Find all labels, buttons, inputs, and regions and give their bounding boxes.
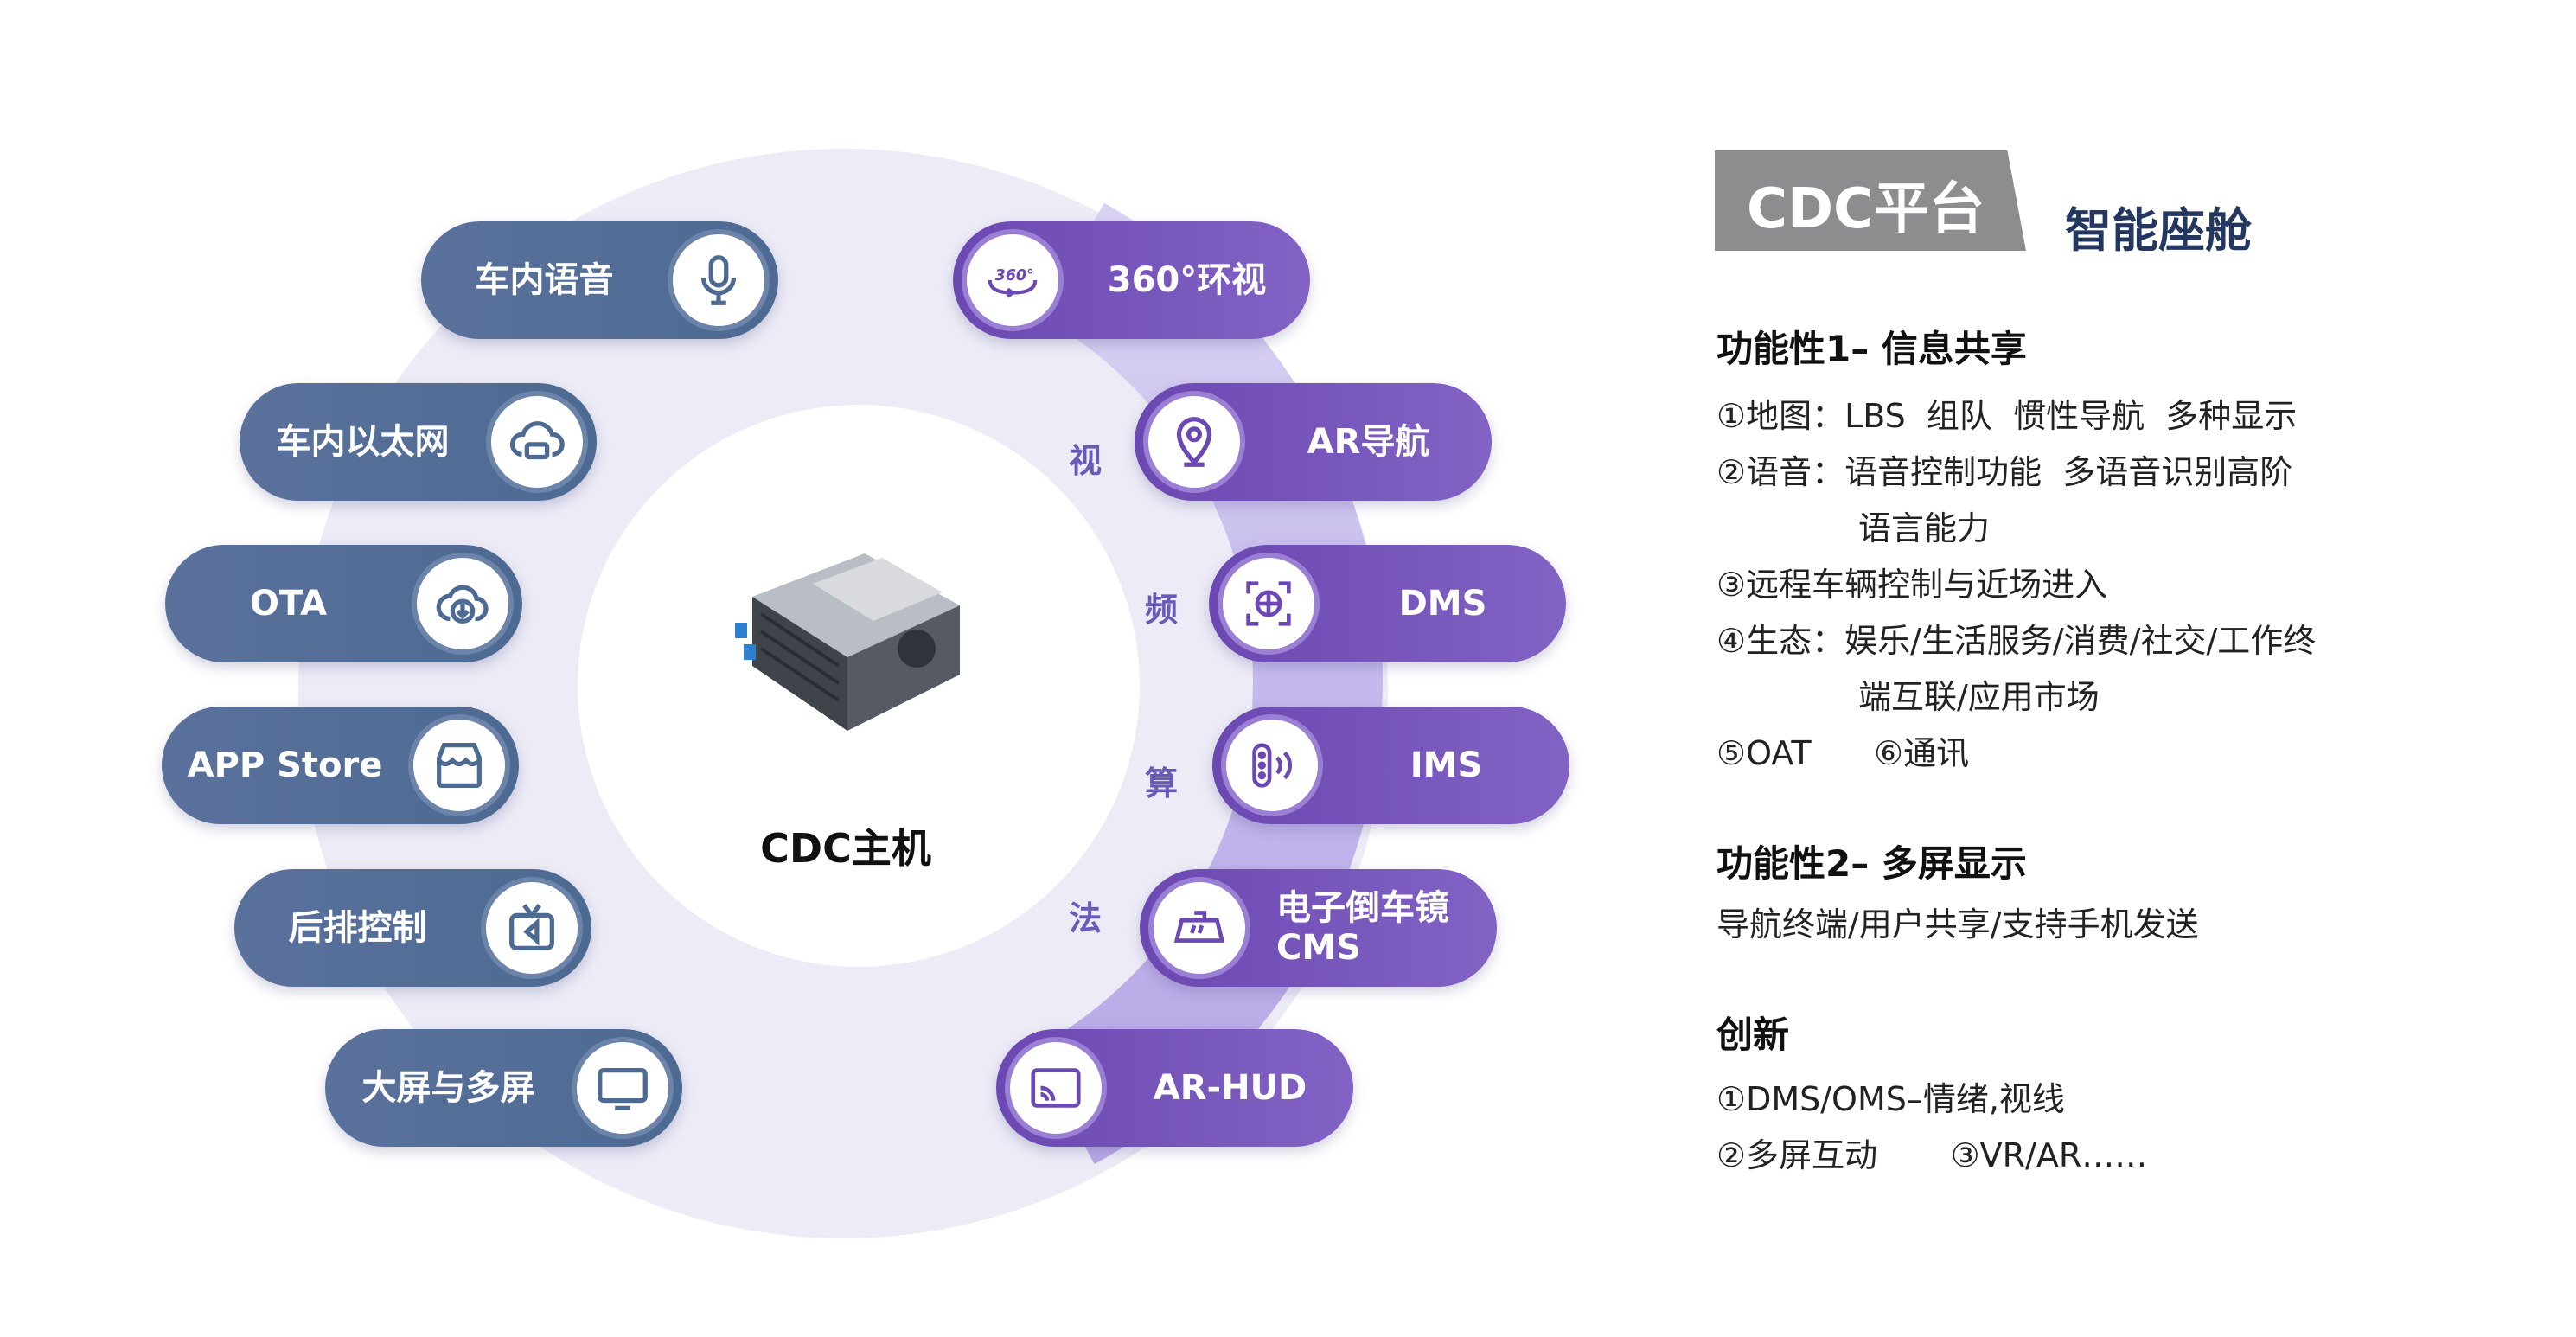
- section-line: 语言能力: [1858, 509, 1991, 547]
- feature-ar-navigation[interactable]: AR导航: [1135, 383, 1492, 501]
- feature-label: 电子倒车镜CMS: [1276, 888, 1449, 968]
- feature-ims[interactable]: IMS: [1212, 707, 1569, 824]
- feature-label: IMS: [1409, 745, 1483, 785]
- feature-label: 大屏与多屏: [361, 1068, 535, 1108]
- platform-tag-box: [1715, 150, 2026, 251]
- panel-subtitle: 智能座舱: [2065, 203, 2252, 258]
- feature-label: AR-HUD: [1153, 1068, 1307, 1108]
- section-line: ①地图：LBS 组队 惯性导航 多种显示: [1716, 397, 2298, 435]
- section-title: 创新: [1716, 1014, 1790, 1056]
- feature-label: OTA: [249, 584, 328, 624]
- location-pin-icon: [1143, 391, 1245, 493]
- section-line: 端互联/应用市场: [1858, 678, 2100, 716]
- svg-text:360°: 360°: [995, 267, 1034, 285]
- arc-label-char: 视: [1069, 442, 1103, 480]
- feature-rear-control[interactable]: 后排控制: [234, 869, 591, 987]
- section-line: ②语音：语音控制功能 多语音识别高阶: [1716, 453, 2293, 491]
- arc-label-char: 法: [1069, 899, 1103, 937]
- feature-ar-hud[interactable]: AR-HUD: [996, 1029, 1353, 1147]
- section-line: ④生态：娱乐/生活服务/消费/社交/工作终: [1716, 622, 2317, 660]
- feature-cms-mirror[interactable]: 电子倒车镜CMS: [1140, 869, 1497, 987]
- cloud-download-icon: [412, 553, 514, 655]
- section-line: ①DMS/OMS–情绪,视线: [1716, 1080, 2065, 1118]
- feature-label: DMS: [1398, 584, 1487, 624]
- 360-view-icon: 360°: [962, 229, 1064, 331]
- feature-ota[interactable]: OTA: [165, 545, 522, 662]
- feature-ethernet[interactable]: 车内以太网: [240, 383, 597, 501]
- section-line: 导航终端/用户共享/支持手机发送: [1716, 905, 2199, 944]
- feature-label: 360°环视: [1107, 260, 1267, 300]
- face-scan-icon: [1218, 553, 1320, 655]
- tv-icon: [481, 877, 583, 979]
- feature-app-store[interactable]: APP Store: [162, 707, 519, 824]
- monitor-icon: [572, 1037, 674, 1139]
- section-line: ③远程车辆控制与近场进入: [1716, 566, 2108, 604]
- cdc-host-device-image: [735, 553, 960, 731]
- section-line: ⑤OAT ⑥通讯: [1716, 734, 1970, 772]
- feature-label: 后排控制: [288, 908, 427, 948]
- center-label: CDC主机: [760, 825, 931, 872]
- arc-label-char: 频: [1145, 591, 1179, 629]
- feature-360-view[interactable]: 360° 360°环视: [953, 221, 1310, 339]
- section-title: 功能性1– 信息共享: [1716, 328, 2027, 370]
- feature-dms[interactable]: DMS: [1209, 545, 1566, 662]
- section-title: 功能性2– 多屏显示: [1716, 842, 2027, 885]
- feature-label: APP Store: [187, 745, 383, 785]
- section-line: ②多屏互动 ③VR/AR……: [1716, 1136, 2148, 1174]
- feature-label: 车内以太网: [276, 422, 450, 462]
- store-icon: [408, 714, 510, 816]
- feature-label: AR导航: [1307, 422, 1430, 462]
- feature-multi-screen[interactable]: 大屏与多屏: [325, 1029, 682, 1147]
- arc-label-char: 算: [1145, 764, 1179, 803]
- sensor-icon: [1221, 714, 1323, 816]
- rearview-mirror-icon: [1148, 877, 1250, 979]
- microphone-icon: [668, 229, 770, 331]
- feature-label: 车内语音: [475, 260, 614, 300]
- feature-voice[interactable]: 车内语音: [421, 221, 778, 339]
- platform-tag: CDC平台: [1747, 177, 1985, 241]
- cloud-network-icon: [486, 391, 588, 493]
- cast-screen-icon: [1005, 1037, 1107, 1139]
